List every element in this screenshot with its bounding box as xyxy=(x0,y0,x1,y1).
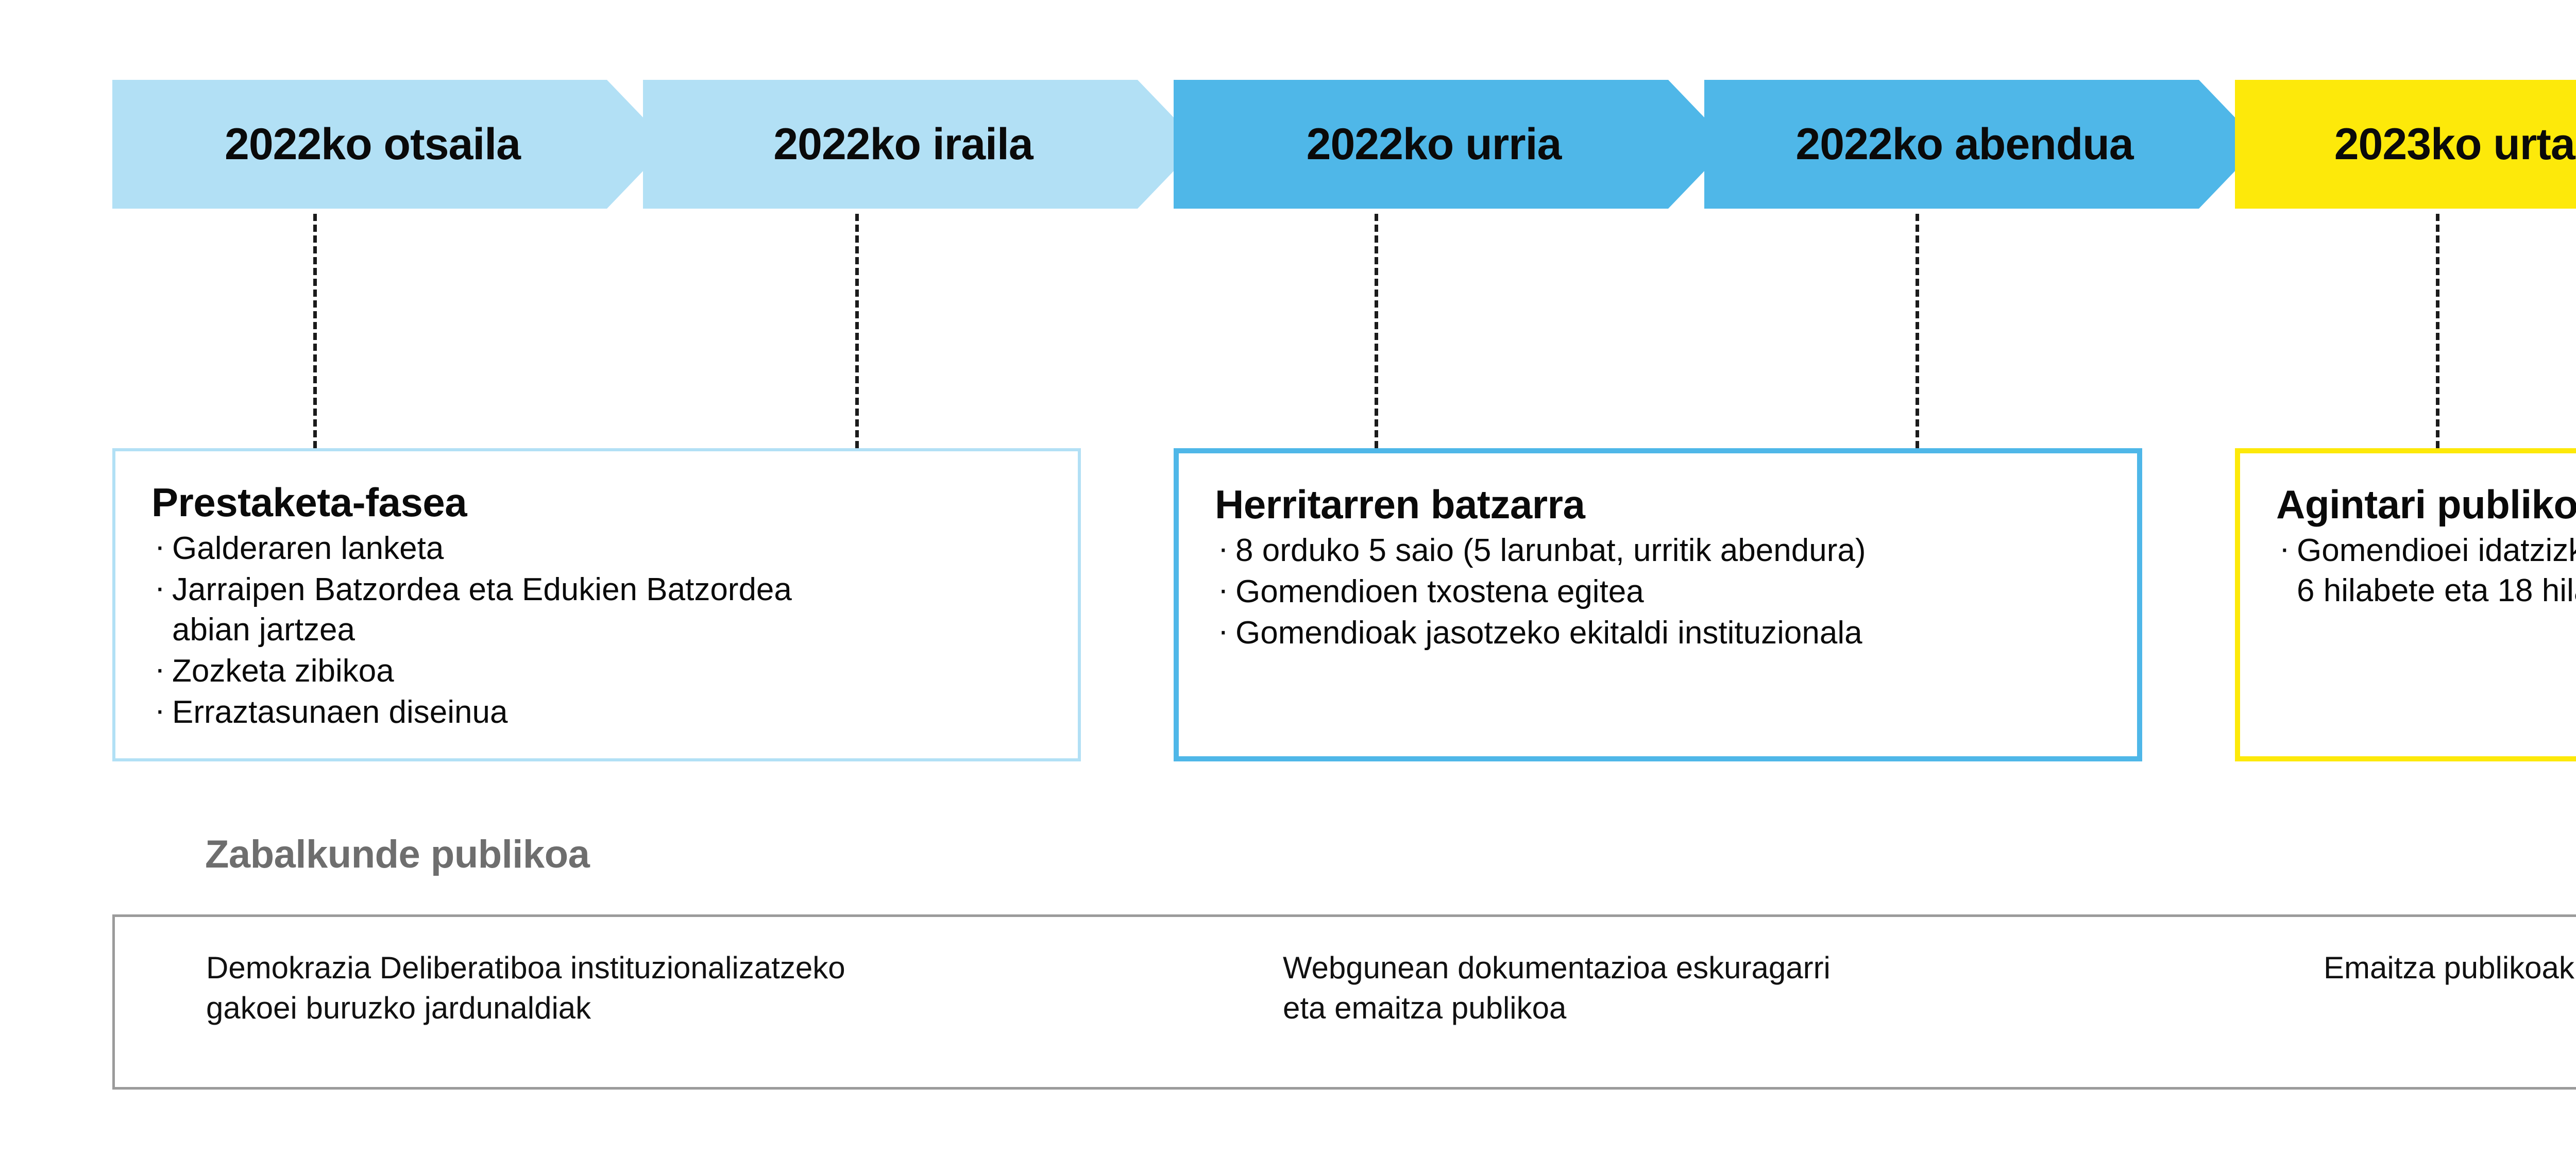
milestone-label: 2022ko iraila xyxy=(773,119,1033,169)
list-item: Jarraipen Batzordea eta Edukien Batzorde… xyxy=(151,568,1042,650)
dashed-connector-5 xyxy=(2436,214,2439,448)
list-item: 8 orduko 5 saio (5 larunbat, urritik abe… xyxy=(1215,529,2101,571)
milestone-chevron-3[interactable]: 2022ko urria xyxy=(1174,80,1730,209)
phase-item-list: Galderaren lanketa Jarraipen Batzordea e… xyxy=(151,526,1042,733)
phase-item-list: 8 orduko 5 saio (5 larunbat, urritik abe… xyxy=(1215,529,2101,653)
chevron-shape xyxy=(1174,80,1730,209)
dissemination-column-1: Demokrazia Deliberatiboa instituzionaliz… xyxy=(206,950,845,1025)
dashed-connector-1 xyxy=(313,214,317,448)
dissemination-heading: Zabalkunde publikoa xyxy=(205,833,590,876)
phase-box-herritarren[interactable]: Herritarren batzarra 8 orduko 5 saio (5 … xyxy=(1174,448,2142,761)
dissemination-box[interactable] xyxy=(112,914,2576,1090)
dissemination-column-3: Emaitza publikoak eta hauek zabaltzeko e… xyxy=(2324,950,2574,985)
milestone-label: 2023ko urtarrila xyxy=(2334,119,2576,169)
phase-title: Agintari publikoa xyxy=(2276,482,2576,527)
chevron-shape xyxy=(643,80,1199,209)
milestone-label: 2022ko urria xyxy=(1306,119,1562,169)
dissemination-column-2: Webgunean dokumentazioa eskuragarri eta … xyxy=(1283,950,1831,1025)
list-item: Gomendioen txostena egitea xyxy=(1215,570,2101,612)
dashed-connector-4 xyxy=(1916,214,1919,448)
phase-title: Herritarren batzarra xyxy=(1215,482,1585,527)
list-item: Zozketa zibikoa xyxy=(151,649,1042,691)
list-item: Gomendioak jasotzeko ekitaldi instituzio… xyxy=(1215,611,2101,653)
milestone-chevron-1[interactable]: 2022ko otsaila xyxy=(112,80,669,209)
phase-item-list: Gomendioei idatzizko erantzunak eman 2 h… xyxy=(2276,529,2576,611)
milestone-chevron-2[interactable]: 2022ko iraila xyxy=(643,80,1199,209)
list-item: Gomendioei idatzizko erantzunak eman 2 h… xyxy=(2276,529,2576,611)
dashed-connector-2 xyxy=(855,214,859,448)
milestone-chevron-4[interactable]: 2022ko abendua xyxy=(1704,80,2261,209)
phase-title: Prestaketa-fasea xyxy=(151,480,467,525)
list-item: Erraztasunaen diseinua xyxy=(151,690,1042,733)
milestone-label: 2022ko otsaila xyxy=(224,119,521,169)
list-item: Galderaren lanketa xyxy=(151,526,1042,569)
phase-box-agintari[interactable]: Agintari publikoa Gomendioei idatzizko e… xyxy=(2235,448,2576,761)
phase-box-prestaketa[interactable]: Prestaketa-fasea Galderaren lanketa Jarr… xyxy=(112,448,1081,761)
chevron-shape xyxy=(1704,80,2261,209)
milestone-label: 2022ko abendua xyxy=(1795,119,2133,169)
milestone-chevron-5[interactable]: 2023ko urtarrila xyxy=(2235,80,2576,209)
chevron-shape xyxy=(2235,80,2576,209)
dashed-connector-3 xyxy=(1375,214,1378,448)
chevron-shape xyxy=(112,80,669,209)
milestone-chevron-row: 2022ko otsaila 2022ko iraila 2022ko urri… xyxy=(0,80,2576,209)
